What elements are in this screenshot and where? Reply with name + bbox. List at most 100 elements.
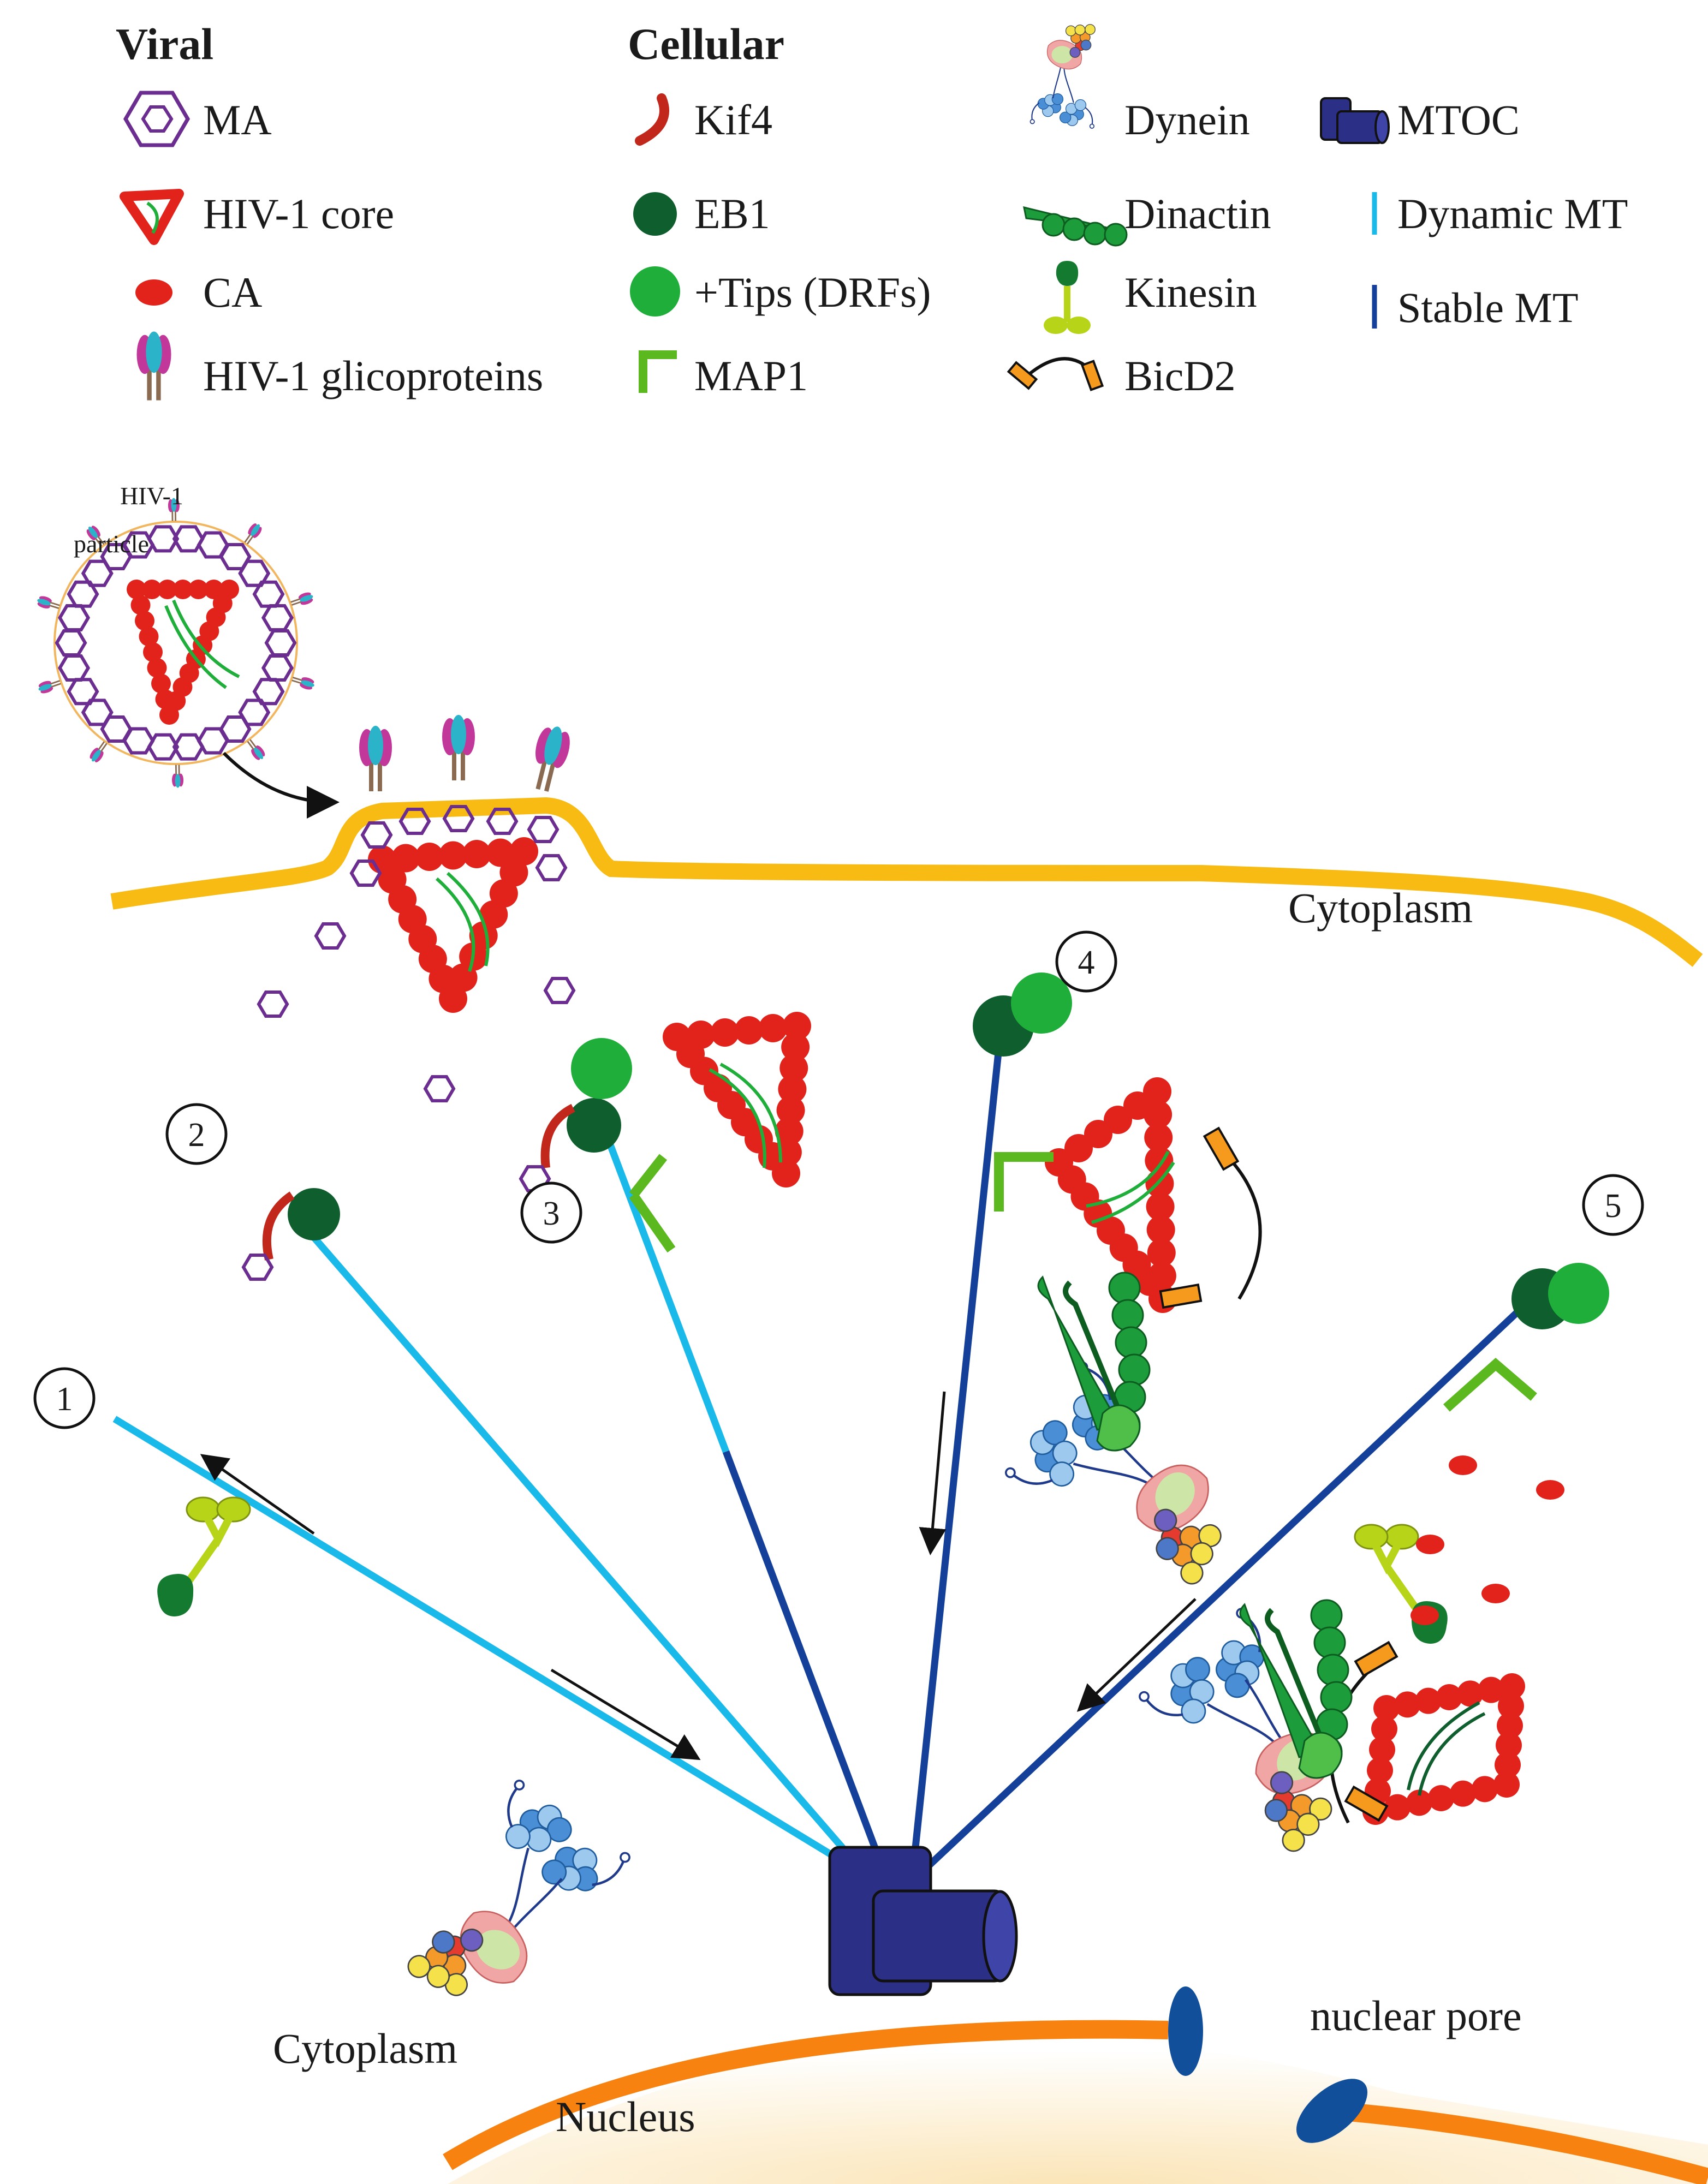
map1 — [629, 1154, 676, 1253]
entry-arrow — [222, 751, 340, 819]
legend-viral-heading: Viral — [116, 19, 213, 69]
legend-stable-mt-label: Stable MT — [1397, 284, 1578, 331]
particle-glycoprotein — [34, 594, 62, 613]
cytoplasm-top-label: Cytoplasm — [1288, 884, 1473, 932]
legend-hiv-core-label: HIV-1 core — [203, 190, 394, 237]
particle-glycoprotein — [288, 590, 316, 610]
glycoprotein — [526, 723, 574, 794]
map1 — [994, 1152, 1054, 1212]
matrix-hexagon — [316, 924, 344, 948]
cytoplasm-bottom-label: Cytoplasm — [273, 2025, 457, 2072]
matrix-hexagon — [263, 656, 291, 680]
matrix-hexagon — [69, 679, 97, 703]
nuclear-pore-label: nuclear pore — [1310, 1992, 1522, 2039]
legend-kinesin-label: Kinesin — [1124, 268, 1257, 316]
tips-icon — [630, 266, 680, 317]
kinesin-track-arrow — [200, 1454, 315, 1535]
budding-core — [368, 837, 538, 1013]
eb1 — [288, 1188, 340, 1240]
step-number: 1 — [56, 1381, 73, 1418]
matrix-hexagon — [57, 631, 85, 655]
dynein-icon — [1029, 23, 1096, 129]
step-marker-4: 4 — [1055, 930, 1117, 993]
matrix-hexagon — [425, 1077, 454, 1101]
step-number: 5 — [1605, 1188, 1622, 1225]
bicd2-icon — [1007, 357, 1104, 391]
eb1-icon — [633, 192, 677, 236]
matrix-hexagon — [529, 817, 557, 842]
particle-glycoprotein — [290, 672, 317, 692]
nuclear-pore-icon — [1168, 1986, 1203, 2076]
kif4 — [262, 1191, 295, 1261]
matrix-hexagon — [352, 861, 380, 885]
eb1 — [567, 1098, 621, 1153]
nucleus-region: Cytoplasm Nucleus nuclear pore — [273, 1986, 1708, 2184]
matrix-hexagon — [259, 992, 287, 1016]
matrix-hexagon — [537, 856, 566, 880]
dynamic-mt-2 — [303, 1225, 854, 1861]
matrix-hexagon — [263, 606, 291, 630]
legend-mtoc-label: MTOC — [1397, 96, 1520, 144]
particle-label-line2: particle — [74, 530, 149, 558]
dynactin-icon — [1023, 206, 1128, 247]
nucleus-label: Nucleus — [556, 2093, 695, 2140]
legend-dynamic-mt-label: Dynamic MT — [1397, 190, 1628, 237]
step-number: 2 — [188, 1117, 205, 1154]
step-marker-5: 5 — [1582, 1174, 1644, 1236]
stable-mt-3 — [722, 1450, 883, 1860]
mtoc-icon — [1320, 97, 1390, 144]
legend-ma-label: MA — [203, 96, 272, 144]
legend-eb1-label: EB1 — [694, 190, 770, 237]
step-number: 4 — [1078, 944, 1095, 981]
core-icon — [120, 189, 184, 245]
kif4-icon — [635, 93, 669, 146]
step-markers: 1 2 3 4 5 — [33, 930, 1644, 1429]
core-3 — [663, 1012, 811, 1188]
hexagon-icon — [123, 91, 191, 147]
nuclear-pore-icon-2 — [1296, 2079, 1368, 2143]
dynein-arrow-4 — [919, 1391, 947, 1555]
map1-icon — [639, 350, 677, 393]
matrix-hexagon — [254, 582, 283, 606]
tips — [1548, 1263, 1609, 1324]
legend: Viral Cellular MA HIV-1 core CA HIV-1 gl… — [116, 19, 1628, 401]
stable-mt-4 — [910, 1036, 1004, 1859]
matrix-hexagon — [266, 631, 295, 655]
glycoprotein — [359, 726, 392, 791]
kif4 — [540, 1103, 575, 1168]
dynamic-mt-3 — [597, 1117, 730, 1453]
red-dot-icon — [135, 279, 172, 306]
tips — [571, 1038, 632, 1099]
matrix-hexagon — [60, 606, 88, 630]
step-number: 3 — [543, 1195, 560, 1232]
legend-glycoproteins-label: HIV-1 glicoproteins — [203, 352, 543, 399]
legend-kif4-label: Kif4 — [694, 96, 772, 144]
glycoprotein-icon — [137, 332, 171, 401]
tips — [1011, 972, 1072, 1034]
map1 — [1443, 1358, 1537, 1412]
glycoprotein — [442, 715, 475, 780]
step-marker-2: 2 — [165, 1103, 228, 1165]
particle-glycoprotein — [35, 676, 63, 696]
kinesin-icon — [1044, 261, 1091, 334]
matrix-hexagon — [60, 656, 88, 680]
legend-map1-label: MAP1 — [694, 352, 808, 399]
dynein-complex-1 — [404, 1778, 636, 2040]
particle-glycoprotein — [171, 763, 185, 789]
legend-cellular-heading: Cellular — [628, 19, 784, 69]
particle-label-line1: HIV-1 — [120, 482, 183, 510]
matrix-hexagon — [545, 978, 574, 1003]
kinesin-motor-1 — [157, 1497, 250, 1616]
plus-end-proteins — [243, 972, 1609, 1412]
plasma-membrane: Cytoplasm — [110, 715, 1703, 967]
dynein-track-arrow — [550, 1668, 701, 1761]
matrix-hexagon — [362, 823, 391, 847]
uncoating-core-5 — [1362, 1673, 1525, 1825]
mtoc — [828, 1846, 1018, 1996]
dynamic-mt-1 — [112, 1416, 848, 1867]
core-4 — [1045, 1077, 1177, 1313]
stable-mt-5 — [925, 1302, 1528, 1869]
hiv-particle: HIV-1 particle — [34, 482, 340, 819]
microtubules — [112, 1036, 1528, 1869]
legend-bicd2-label: BicD2 — [1124, 352, 1236, 399]
